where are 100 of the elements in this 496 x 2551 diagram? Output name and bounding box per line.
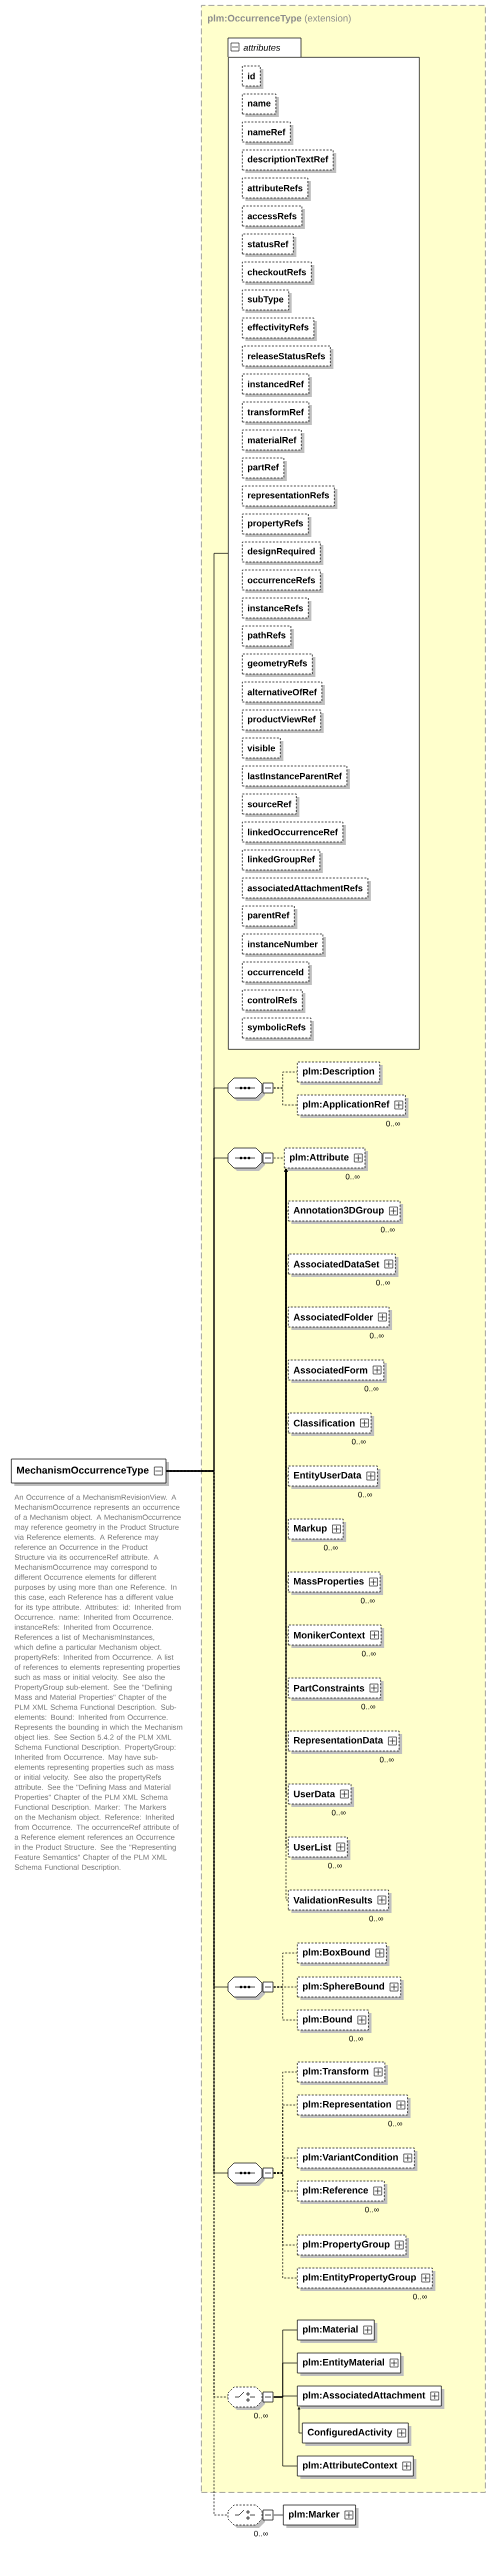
element-box: plm:EntityMaterial	[297, 2352, 404, 2377]
attribute-box: lastInstanceParentRef	[242, 765, 350, 789]
cardinality-label: 0..∞	[361, 1703, 376, 1710]
element-box: plm:Transform	[297, 2061, 388, 2085]
cardinality-label: 0..∞	[254, 2530, 268, 2537]
attribute-box: pathRefs	[242, 625, 294, 649]
element-box: UserData	[288, 1783, 355, 1807]
attribute-box: attributeRefs	[242, 177, 311, 201]
element-box: plm:Description	[297, 1061, 383, 1085]
connector-line	[273, 1157, 285, 1159]
attribute-box: geometryRefs	[242, 653, 316, 677]
cardinality-label: 0..∞	[361, 1650, 376, 1657]
attribute-box: descriptionTextRef	[242, 149, 337, 173]
cardinality-label: 0..∞	[364, 1385, 379, 1392]
element-box: AssociatedForm	[288, 1359, 387, 1383]
element-box: ConfiguredActivity	[302, 2422, 412, 2447]
element-box: plm:Marker	[283, 2504, 359, 2529]
attribute-box: propertyRefs	[242, 513, 312, 537]
sequence-compositor	[227, 1147, 274, 1171]
element-box: EntityUserData	[288, 1465, 381, 1489]
attribute-box: symbolicRefs	[242, 1017, 314, 1041]
attribute-box: visible	[242, 737, 284, 761]
cardinality-label: 0..∞	[351, 1438, 366, 1445]
element-box: Annotation3DGroup	[288, 1200, 404, 1224]
cardinality-label: 0..∞	[380, 1226, 395, 1233]
attribute-box: linkedGroupRef	[242, 849, 323, 873]
connector-line	[273, 1087, 298, 1106]
element-box: plm:Material	[297, 2319, 378, 2343]
element-box: AssociatedDataSet	[288, 1253, 399, 1277]
connector-line	[273, 2396, 298, 2467]
attribute-box: nameRef	[242, 121, 294, 145]
element-box: plm:Representation	[297, 2094, 411, 2118]
element-box: MonikerContext	[288, 1624, 385, 1648]
cardinality-label: 0..∞	[369, 1915, 384, 1922]
attribute-box: statusRef	[242, 233, 297, 257]
attribute-box: productViewRef	[242, 709, 324, 733]
cardinality-label: 0..∞	[254, 2412, 268, 2419]
attribute-box: linkedOccurrenceRef	[242, 821, 346, 845]
sequence-compositor	[227, 1077, 274, 1101]
attribute-box: subType	[242, 289, 292, 313]
connector-line	[273, 2172, 298, 2279]
attribute-box: materialRef	[242, 429, 305, 453]
sequence-compositor	[227, 1976, 274, 2000]
attribute-box: parentRef	[242, 905, 298, 929]
attribute-box: accessRefs	[242, 205, 305, 229]
element-box: plm:PropertyGroup	[297, 2234, 409, 2258]
element-box: plm:AttributeContext	[297, 2455, 417, 2479]
element-box: plm:AssociatedAttachment	[297, 2385, 445, 2409]
cardinality-label: 0..∞	[379, 1756, 394, 1763]
cardinality-label: 0..∞	[388, 2120, 403, 2127]
element-box: plm:Attribute	[284, 1147, 368, 1171]
attribute-box: associatedAttachmentRefs	[242, 877, 371, 901]
element-box: plm:Bound	[297, 2009, 372, 2033]
cardinality-label: 0..∞	[345, 1173, 360, 1180]
attribute-box: instanceRefs	[242, 597, 312, 621]
cardinality-label: 0..∞	[365, 2206, 379, 2213]
element-box: AssociatedFolder	[288, 1306, 393, 1330]
element-box: plm:Reference	[297, 2180, 388, 2205]
cardinality-label: 0..∞	[376, 1279, 391, 1286]
cardinality-label: 0..∞	[323, 1544, 338, 1551]
attribute-box: id	[242, 65, 264, 89]
element-box: plm:BoxBound	[297, 1942, 390, 1966]
attribute-box: occurrenceId	[242, 961, 312, 985]
attribute-box: designRequired	[242, 541, 324, 565]
element-box: Markup	[288, 1518, 347, 1542]
cardinality-label: 0..∞	[328, 1862, 343, 1869]
cardinality-label: 0..∞	[413, 2293, 427, 2300]
attribute-box: sourceRef	[242, 793, 300, 817]
cardinality-label: 0..∞	[386, 1120, 401, 1127]
attribute-box: occurrenceRefs	[242, 569, 324, 593]
attribute-box: instanceNumber	[242, 933, 326, 957]
attribute-box: representationRefs	[242, 485, 338, 509]
attribute-box: instancedRef	[242, 373, 312, 397]
element-box: plm:EntityPropertyGroup	[297, 2267, 436, 2292]
cardinality-label: 0..∞	[369, 1332, 384, 1339]
attribute-box: alternativeOfRef	[242, 681, 325, 705]
sequence-compositor	[227, 2162, 274, 2186]
cardinality-label: 0..∞	[331, 1809, 346, 1816]
node-label: attributes	[243, 44, 281, 51]
attribute-box: name	[242, 93, 279, 117]
connector-line	[297, 2406, 303, 2434]
attribute-box: controlRefs	[242, 989, 306, 1013]
attribute-box: releaseStatusRefs	[242, 345, 334, 369]
cardinality-label: 0..∞	[360, 1597, 375, 1604]
connector-line	[166, 1470, 229, 2174]
connector-line	[273, 2514, 284, 2516]
element-box: MassProperties	[288, 1571, 384, 1595]
element-box: plm:ApplicationRef	[297, 1094, 409, 1118]
element-box: plm:SphereBound	[297, 1976, 404, 2000]
cardinality-label: 0..∞	[349, 2035, 364, 2042]
attribute-box: checkoutRefs	[242, 261, 315, 285]
element-box: PartConstraints	[288, 1677, 384, 1701]
element-box: RepresentationData	[288, 1730, 403, 1754]
element-box: UserList	[288, 1836, 351, 1860]
element-box: ValidationResults	[288, 1889, 392, 1913]
attribute-box: partRef	[242, 457, 287, 481]
element-box: Classification	[288, 1412, 375, 1436]
type-box: MechanismOccurrenceType	[11, 1458, 169, 1486]
connector-line	[273, 1986, 298, 2021]
attribute-box: effectivityRefs	[242, 317, 317, 341]
